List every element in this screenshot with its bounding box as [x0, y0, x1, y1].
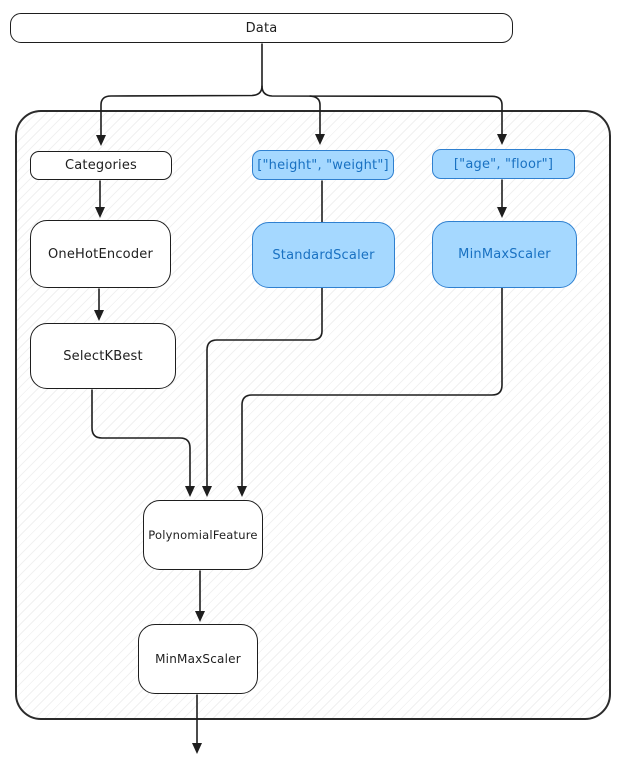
node-data[interactable]: Data: [10, 13, 513, 43]
node-selectkbest[interactable]: SelectKBest: [30, 323, 176, 389]
node-age-floor[interactable]: ["age", "floor"]: [432, 149, 575, 179]
node-onehotencoder[interactable]: OneHotEncoder: [30, 220, 171, 288]
node-minmaxscaler-bottom[interactable]: MinMaxScaler: [138, 624, 258, 694]
node-minmaxscaler-top[interactable]: MinMaxScaler: [432, 221, 577, 288]
node-standardscaler[interactable]: StandardScaler: [252, 222, 395, 288]
node-polynomialfeature[interactable]: PolynomialFeature: [143, 500, 263, 570]
node-categories[interactable]: Categories: [30, 151, 172, 180]
pipeline-container: [15, 110, 611, 720]
node-height-weight[interactable]: ["height", "weight"]: [252, 150, 394, 180]
